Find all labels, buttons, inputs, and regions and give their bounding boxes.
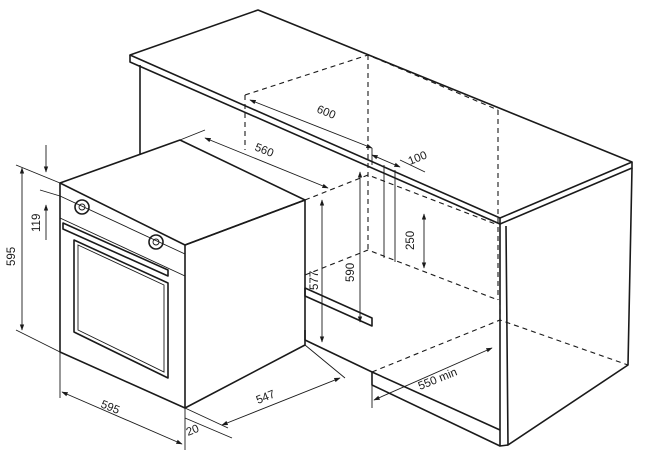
oven	[59, 139, 306, 409]
niche-outline	[244, 54, 629, 373]
label-560: 560	[253, 142, 275, 160]
ext-595-bottom	[15, 329, 61, 353]
right-knob-icon	[148, 234, 164, 250]
ext-560-a	[179, 129, 206, 141]
niche-shelf	[304, 287, 373, 327]
worktop-right-edge	[499, 162, 633, 225]
left-knob-icon	[74, 199, 90, 215]
dim-line-560	[204, 137, 329, 189]
cabinet-bottom-edge	[304, 330, 501, 447]
niche-back-top	[244, 54, 499, 111]
label-100: 100	[407, 149, 429, 167]
ext-547	[304, 344, 346, 379]
label-20: 20	[185, 423, 201, 439]
label-600: 600	[315, 104, 337, 122]
label-250: 250	[405, 231, 417, 250]
label-595-height: 595	[6, 247, 18, 266]
dim-line-600	[249, 99, 373, 149]
label-119: 119	[31, 214, 43, 232]
niche-lower-line	[304, 249, 499, 301]
cabinet	[129, 9, 633, 447]
door-handle	[62, 222, 169, 277]
ext-20	[184, 407, 229, 429]
ext-119	[39, 189, 61, 197]
label-595-width: 595	[99, 399, 121, 417]
dimension-lines	[15, 99, 493, 450]
dim-line-100	[371, 154, 401, 168]
door-window	[73, 239, 169, 379]
dim-line-547	[221, 377, 341, 426]
right-knob-center	[152, 238, 160, 246]
ext-595-top	[15, 164, 61, 184]
cabinet-right-side	[505, 167, 633, 446]
niche-mid-line	[304, 174, 499, 226]
label-550-min: 550 min	[417, 366, 459, 392]
worktop-front-edge	[129, 55, 501, 225]
oven-side-face	[184, 199, 306, 409]
dim-line-550-min	[373, 347, 493, 401]
label-590: 590	[345, 263, 357, 282]
control-strip-top	[59, 195, 186, 255]
label-577: 577	[309, 271, 321, 290]
control-strip-bottom	[59, 217, 186, 277]
door-window-inner	[77, 244, 165, 373]
left-knob-center	[78, 203, 86, 211]
dim-line-595-width	[61, 391, 183, 445]
ext-100-b	[399, 159, 426, 173]
dim-line-20	[184, 417, 233, 439]
worktop-top	[129, 9, 633, 219]
oven-front-face	[59, 183, 186, 409]
